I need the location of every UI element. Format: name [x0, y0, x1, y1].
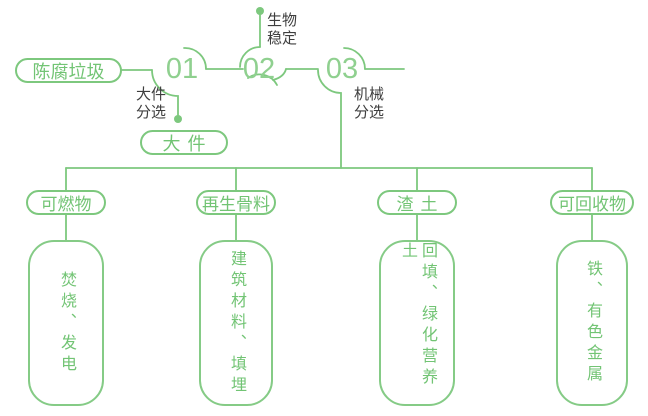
bio-stem-curve	[239, 46, 261, 68]
node-recyclable: 可回收物	[550, 190, 634, 215]
box-aggregate-text: 建筑材料、填埋	[228, 249, 245, 397]
bulky-branch-dot	[174, 115, 182, 123]
arc-over-step3	[343, 47, 366, 70]
step-number-02: 02	[242, 53, 276, 85]
node-bulky: 大件	[140, 130, 228, 155]
box-aggregate-result: 建筑材料、填埋	[199, 240, 273, 406]
box-recyclable-text: 铁、有色金属	[584, 260, 601, 386]
node-aggregate: 再生骨料	[196, 190, 276, 215]
node-slag-label: 渣土	[396, 195, 445, 214]
node-aggregate-label: 再生骨料	[202, 195, 270, 214]
node-source-label: 陈腐垃圾	[32, 61, 105, 82]
box-combustible-result: 焚烧、发电	[28, 240, 104, 406]
line-step3-feed	[317, 69, 342, 169]
box-slag-result: 回填、绿化营养土	[379, 240, 455, 406]
node-combustible-label: 可燃物	[40, 195, 92, 214]
line-step1-bulky-branch	[151, 69, 179, 116]
label-bulky-sorting: 大件 分选	[136, 86, 167, 121]
node-combustible: 可燃物	[26, 190, 106, 215]
step-number-01: 01	[165, 53, 199, 85]
box-recyclable-result: 铁、有色金属	[556, 240, 628, 406]
node-recyclable-label: 可回收物	[558, 195, 626, 214]
bio-stem-dot	[256, 7, 264, 15]
arc-under-step2	[247, 73, 278, 86]
step-number-03: 03	[325, 53, 359, 85]
arc-over-step1	[183, 47, 207, 70]
box-slag-text: 回填、绿化营养土	[399, 242, 436, 389]
step2-tail	[272, 68, 287, 81]
node-source: 陈腐垃圾	[15, 58, 122, 83]
label-bio-stabilization: 生物 稳定	[267, 12, 298, 47]
label-mechanical-sorting: 机械 分选	[354, 86, 385, 121]
node-bulky-label: 大件	[162, 133, 213, 154]
node-slag: 渣土	[377, 190, 457, 215]
box-combustible-text: 焚烧、发电	[58, 270, 75, 376]
